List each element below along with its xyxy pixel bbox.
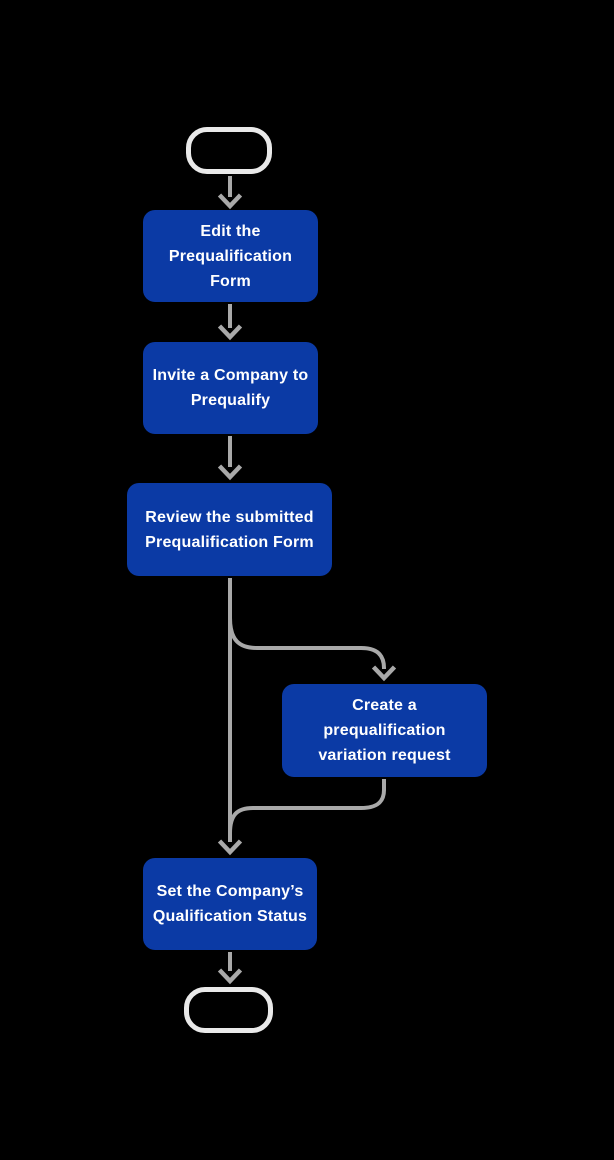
node-edit-prequalification-form: Edit the Prequalification Form (143, 210, 318, 302)
node-set-qualification-status: Set the Company’s Qualification Status (143, 858, 317, 950)
arrowhead-end (217, 968, 243, 985)
edge-review-to-variation (228, 617, 386, 669)
arrowhead-review (217, 464, 243, 481)
arrowhead-variation (371, 665, 397, 682)
node-review-submitted-form: Review the submitted Prequalification Fo… (127, 483, 332, 576)
arrowhead-invite (217, 324, 243, 341)
start-terminal (186, 127, 272, 174)
arrowhead-status (217, 839, 243, 856)
arrowhead-edit (217, 193, 243, 210)
node-invite-company: Invite a Company to Prequalify (143, 342, 318, 434)
node-create-variation-request: Create a prequalification variation requ… (282, 684, 487, 777)
edge-variation-to-status (228, 779, 386, 834)
end-terminal (184, 987, 273, 1033)
